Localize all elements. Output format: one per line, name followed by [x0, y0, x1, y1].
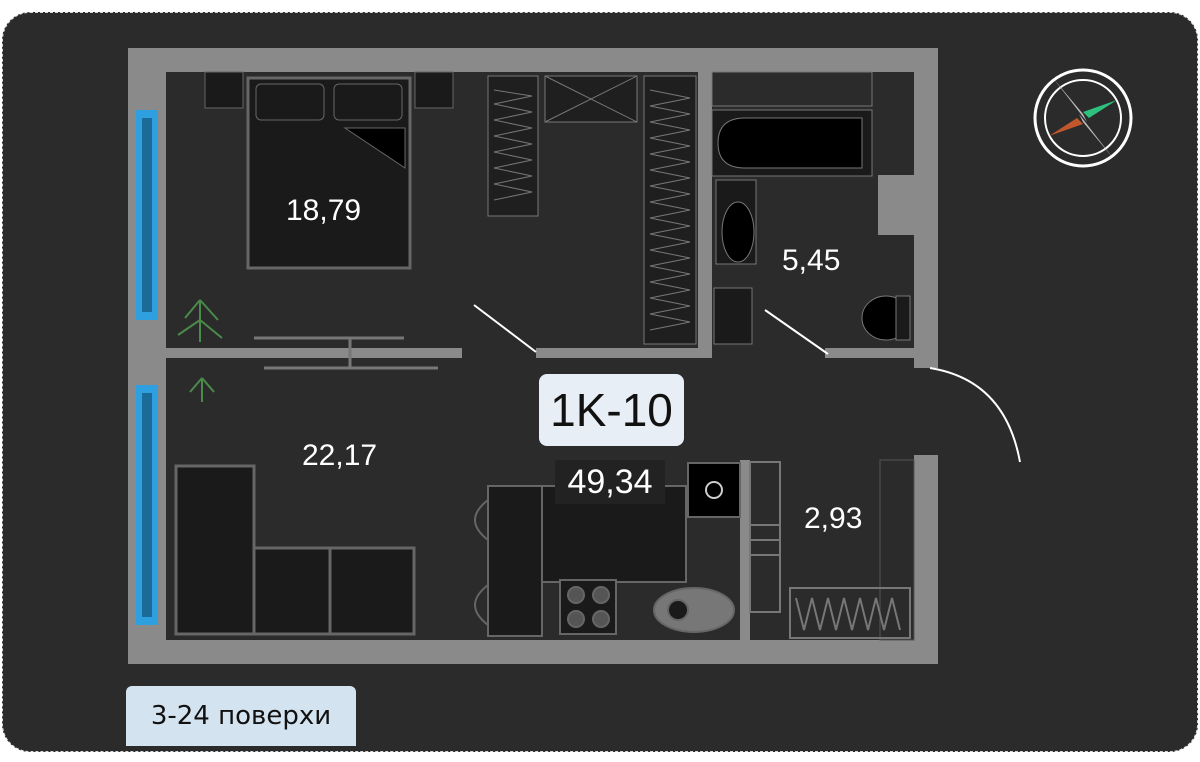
total-area: 49,34	[555, 460, 665, 504]
walls	[128, 48, 938, 664]
compass-icon	[1033, 68, 1133, 168]
room-area-living: 22,17	[302, 439, 377, 472]
shelves	[749, 461, 911, 639]
room-area-storage: 2,93	[804, 502, 862, 535]
apartment-code-badge: 1K-10	[539, 374, 684, 446]
bathtub	[711, 71, 911, 345]
bed	[204, 71, 454, 270]
wardrobe	[487, 75, 697, 345]
doors	[473, 304, 1021, 463]
floors-tag: 3-24 поверхи	[126, 686, 356, 746]
windows	[136, 110, 158, 625]
sofa	[174, 464, 416, 636]
tv-unit	[254, 336, 438, 370]
room-area-bedroom: 18,79	[286, 194, 361, 227]
room-area-bathroom: 5,45	[782, 244, 840, 277]
plant-icon	[177, 299, 223, 402]
